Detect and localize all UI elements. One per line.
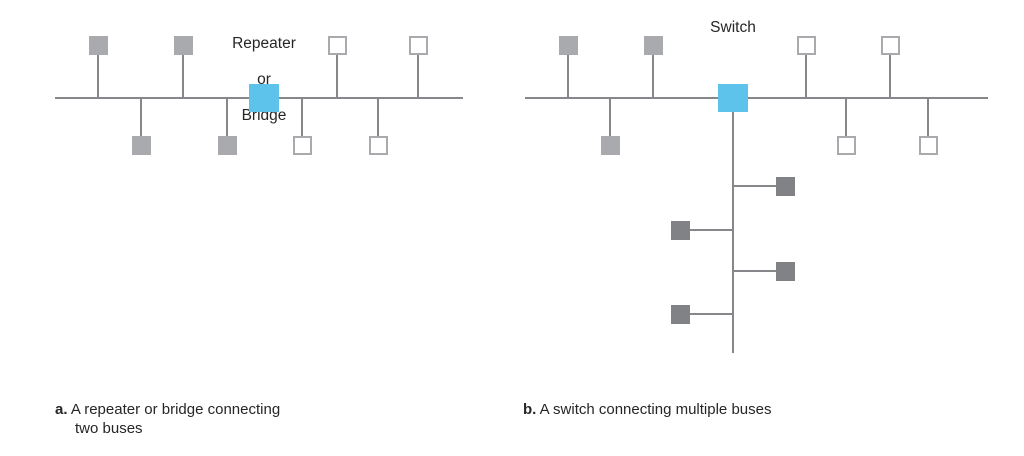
station-square-outlined	[796, 36, 816, 55]
station-square-outlined	[292, 136, 312, 155]
station-branch-line	[733, 269, 776, 273]
bus-line	[525, 96, 988, 99]
switch-sub-bus-line	[731, 112, 735, 353]
station-square-outlined	[880, 36, 900, 55]
switch-label: Switch	[710, 19, 756, 36]
station-square-filled	[131, 136, 151, 155]
station-drop-line	[139, 98, 143, 138]
station-drop-line	[335, 53, 339, 98]
station-drop-line	[96, 53, 100, 98]
station-drop-line	[844, 98, 848, 138]
station-drop-line	[225, 98, 229, 138]
station-square-dark	[776, 176, 795, 196]
station-square-outlined	[408, 36, 428, 55]
station-square-outlined	[327, 36, 347, 55]
caption-a-letter: a.	[55, 401, 68, 418]
station-square-dark	[776, 261, 795, 281]
station-square-filled	[173, 36, 193, 55]
station-square-filled	[217, 136, 237, 155]
caption-b-text: A switch connecting multiple buses	[536, 401, 772, 418]
station-drop-line	[651, 53, 655, 98]
station-square-filled	[643, 36, 663, 55]
station-square-outlined	[368, 136, 388, 155]
station-square-filled	[88, 36, 108, 55]
station-square-outlined	[918, 136, 938, 155]
repeater-bridge-label-line2: or	[257, 71, 271, 88]
station-drop-line	[416, 53, 420, 98]
station-branch-line	[690, 312, 733, 316]
station-drop-line	[608, 98, 612, 138]
caption-a-text: A repeater or bridge connecting	[67, 401, 281, 418]
station-square-dark	[671, 304, 690, 324]
station-drop-line	[566, 53, 570, 98]
station-drop-line	[804, 53, 808, 98]
station-drop-line	[181, 53, 185, 98]
repeater-bridge-label: Repeater or Bridge	[204, 17, 324, 143]
station-branch-line	[690, 228, 733, 232]
station-square-filled	[558, 36, 578, 55]
station-drop-line	[926, 98, 930, 138]
station-square-filled	[600, 136, 620, 155]
station-drop-line	[376, 98, 380, 138]
caption-a: a. A repeater or bridge connecting two b…	[55, 400, 280, 438]
station-branch-line	[733, 184, 776, 188]
repeater-bridge-device-square	[249, 84, 279, 112]
switch-device-square	[718, 84, 748, 112]
caption-a-text-line2: two buses	[75, 420, 143, 437]
caption-b-letter: b.	[523, 401, 537, 418]
caption-b: b. A switch connecting multiple buses	[523, 400, 771, 419]
station-drop-line	[888, 53, 892, 98]
station-square-outlined	[836, 136, 856, 155]
station-drop-line	[300, 98, 304, 138]
repeater-bridge-label-line1: Repeater	[232, 35, 296, 52]
station-square-dark	[671, 220, 690, 240]
